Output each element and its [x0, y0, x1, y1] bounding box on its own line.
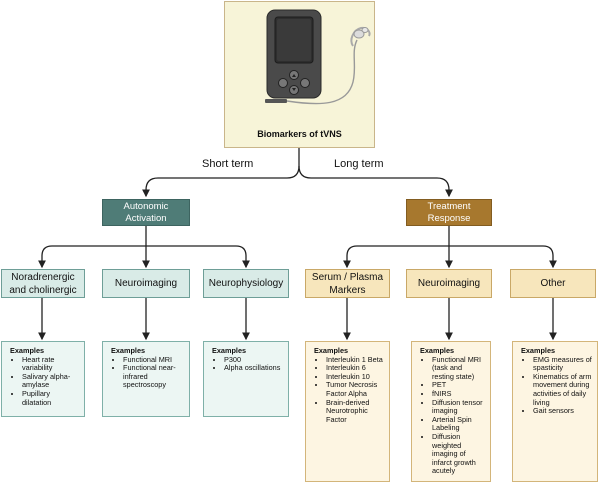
examples-other: Examples EMG measures of spasticity Kine…: [512, 341, 598, 482]
category-neurophysiology: Neurophysiology: [203, 269, 289, 298]
list-item: Interleukin 6: [326, 364, 384, 373]
examples-title: Examples: [212, 346, 247, 355]
list-item: Diffusion tensor imaging: [432, 398, 485, 416]
list-item: Interleukin 1 Beta: [326, 355, 384, 365]
device-panel: Biomarkers of tVNS: [224, 1, 375, 148]
list-item: Interleukin 10: [326, 372, 384, 382]
examples-list: Functional MRI Functional near-infrared …: [111, 355, 184, 390]
list-item: Functional MRI (task and resting state): [432, 355, 485, 382]
examples-neuroimaging-short: Examples Functional MRI Functional near-…: [102, 341, 190, 417]
category-noradrenergic: Noradrenergic and cholinergic: [1, 269, 85, 298]
examples-neuroimaging-long: Examples Functional MRI (task and restin…: [411, 341, 491, 482]
examples-serum-plasma: Examples Interleukin 1 Beta Interleukin …: [305, 341, 390, 482]
examples-list: Functional MRI (task and resting state) …: [420, 355, 485, 476]
device-caption: Biomarkers of tVNS: [257, 129, 342, 139]
list-item: Arterial Spin Labeling: [432, 415, 485, 433]
examples-title: Examples: [10, 346, 45, 355]
short-term-label: Short term: [202, 158, 254, 170]
list-item: Brain-derived Neurotrophic Factor: [326, 398, 384, 425]
category-serum-plasma: Serum / Plasma Markers: [305, 269, 390, 298]
auto-right: [146, 245, 250, 269]
category-neuroimaging-short: Neuroimaging: [102, 269, 190, 298]
list-item: Alpha oscillations: [224, 364, 283, 373]
list-item: fNIRS: [432, 389, 485, 399]
list-item: PET: [432, 381, 485, 390]
examples-list: Interleukin 1 Beta Interleukin 6 Interle…: [314, 355, 384, 425]
list-item: Functional MRI: [123, 355, 184, 365]
auto-left: [38, 245, 146, 269]
treat-right: [449, 245, 557, 269]
examples-title: Examples: [314, 346, 349, 355]
list-item: EMG measures of spasticity: [533, 355, 592, 373]
examples-list: EMG measures of spasticity Kinematics of…: [521, 355, 592, 416]
autonomic-activation-header: Autonomic Activation: [102, 199, 190, 226]
list-item: P300: [224, 355, 283, 365]
examples-list: Heart rate variability Salivary alpha-am…: [10, 355, 79, 408]
list-item: Gait sensors: [533, 407, 592, 416]
list-item: Pupillary dilatation: [22, 389, 79, 407]
examples-title: Examples: [111, 346, 146, 355]
category-neuroimaging-long: Neuroimaging: [406, 269, 492, 298]
examples-noradrenergic: Examples Heart rate variability Salivary…: [1, 341, 85, 417]
examples-title: Examples: [420, 346, 455, 355]
branch-short: [142, 165, 300, 198]
list-item: Functional near-infrared spectroscopy: [123, 363, 184, 390]
ear-electrode-icon: [350, 26, 371, 47]
tvns-device-icon: [265, 9, 358, 105]
branch-long: [298, 165, 453, 198]
examples-title: Examples: [521, 346, 556, 355]
category-other: Other: [510, 269, 596, 298]
examples-neurophysiology: Examples P300 Alpha oscillations: [203, 341, 289, 417]
list-item: Tumor Necrosis Factor Alpha: [326, 381, 384, 398]
list-item: Diffusion weighted imaging of infarct gr…: [432, 432, 485, 476]
treat-left: [343, 245, 449, 269]
long-term-label: Long term: [334, 158, 384, 170]
treatment-response-header: Treatment Response: [406, 199, 492, 226]
list-item: Kinematics of arm movement during activi…: [533, 372, 592, 407]
examples-list: P300 Alpha oscillations: [212, 355, 283, 373]
list-item: Salivary alpha-amylase: [22, 372, 79, 390]
list-item: Heart rate variability: [22, 355, 79, 373]
